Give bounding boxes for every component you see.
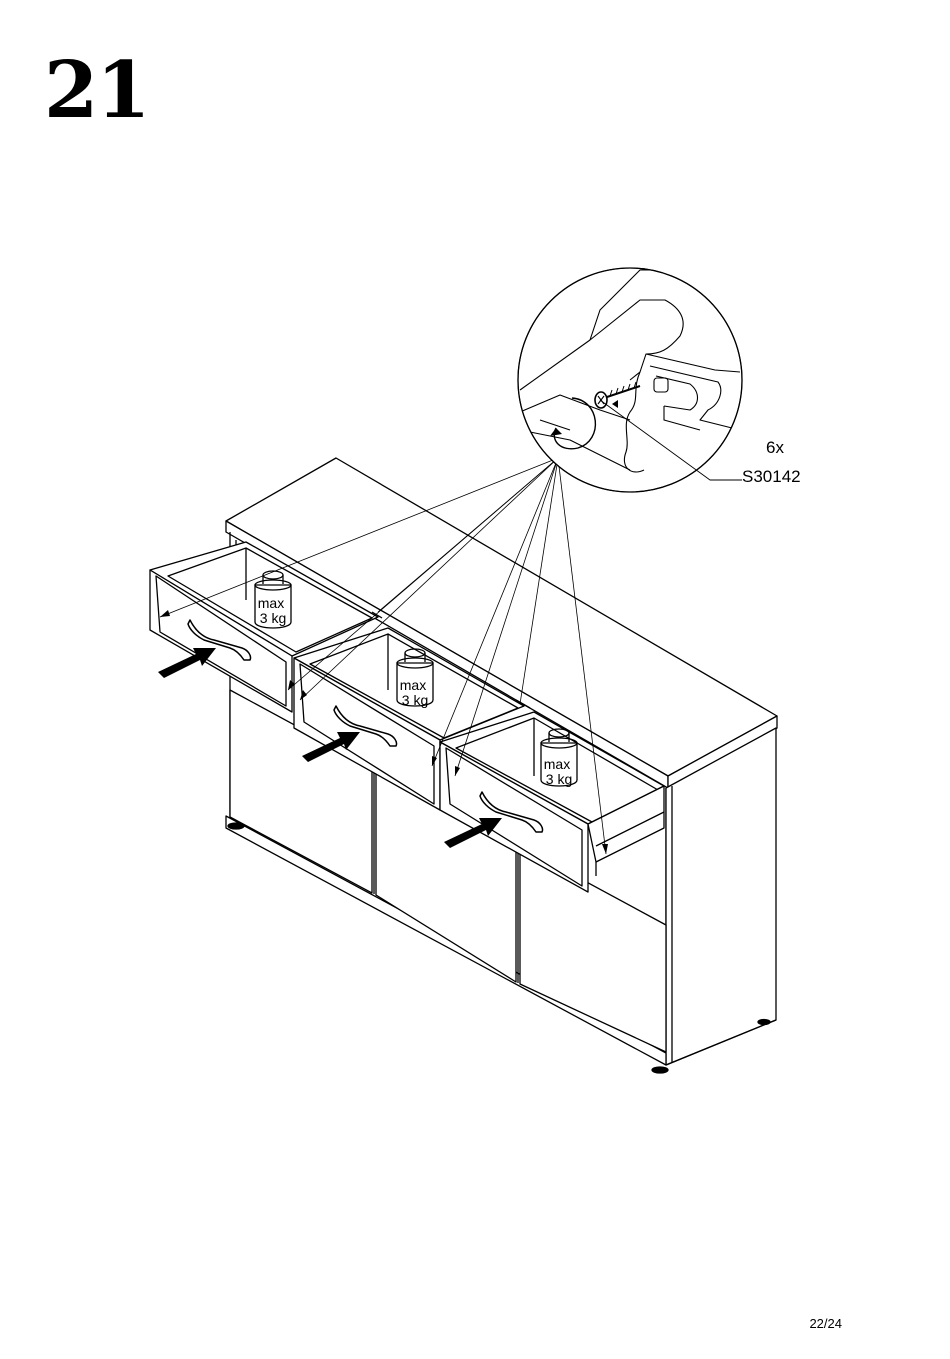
weight-limit-value: 3 kg <box>402 692 428 708</box>
weight-limit-label: max <box>400 677 426 693</box>
weight-limit-label: max <box>258 595 284 611</box>
weight-limit-label: max <box>544 756 570 772</box>
screw-part-code: S30142 <box>742 467 801 487</box>
screw-quantity: 6x <box>766 438 784 458</box>
detail-magnifier <box>518 268 742 492</box>
weight-limit-value: 3 kg <box>546 771 572 787</box>
weight-limit-value: 3 kg <box>260 610 286 626</box>
page-number: 22/24 <box>809 1316 842 1331</box>
